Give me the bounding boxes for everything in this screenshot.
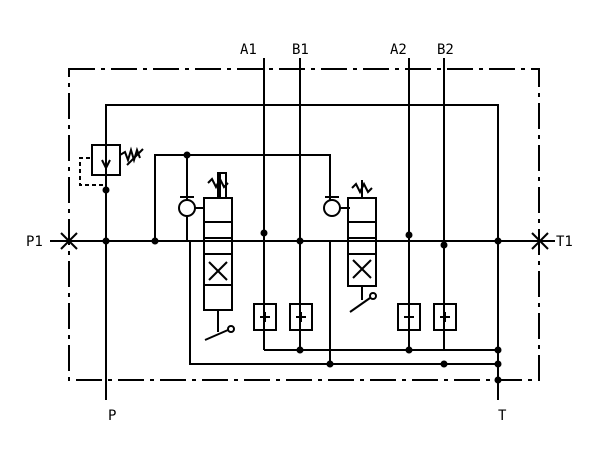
check-valve-1	[178, 196, 205, 241]
label-p: P	[108, 408, 116, 424]
port-relief-b1	[289, 303, 313, 331]
spool-valve-2	[347, 180, 377, 313]
label-t1: T1	[556, 234, 573, 250]
port-t1-cross	[531, 232, 549, 250]
check-valve-2	[323, 196, 350, 217]
label-b1: B1	[292, 42, 309, 58]
port-relief-a2	[397, 303, 421, 331]
label-p1: P1	[26, 234, 43, 250]
pilot-line	[154, 154, 331, 241]
spool-valve-1	[203, 172, 235, 341]
junction-dots	[102, 151, 502, 384]
label-a1: A1	[240, 42, 257, 58]
port-relief-a1	[253, 303, 277, 331]
port-p1-cross	[60, 232, 78, 250]
label-t: T	[498, 408, 507, 424]
relief-valve	[79, 144, 144, 186]
port-relief-b2	[433, 303, 457, 331]
tank-return-line	[189, 241, 498, 365]
relief-return-line	[105, 104, 499, 398]
label-a2: A2	[390, 42, 407, 58]
label-b2: B2	[437, 42, 454, 58]
valve-block-boundary	[68, 68, 540, 381]
